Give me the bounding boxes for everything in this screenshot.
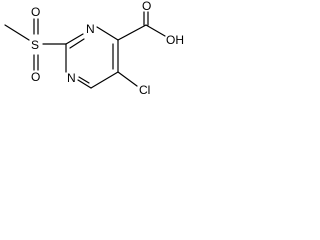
sulfonyl-oxygen-bottom-label: O	[31, 70, 40, 84]
bond-c5-c6	[90, 71, 119, 89]
bond-c2-n3	[65, 33, 84, 45]
bond-methyl-sulfur	[4, 24, 30, 41]
ring-nitrogen-bottom-label: N	[67, 71, 76, 85]
bond-n3-c4	[96, 26, 119, 41]
sulfur-label: S	[31, 38, 39, 52]
bond-c5-chlorine	[117, 71, 138, 87]
bond-c4-carboxyl-carbon	[117, 24, 147, 41]
bond-carboxyl-hydroxyl	[145, 24, 166, 37]
sulfonyl-oxygen-top-label: O	[31, 5, 40, 19]
carbonyl-oxygen-label: O	[142, 0, 151, 13]
chlorine-label: Cl	[139, 83, 150, 97]
structure-diagram: S O O N N O OH Cl	[4, 0, 184, 97]
bond-c6-n1-inner	[78, 76, 90, 84]
ring-nitrogen-top-label: N	[86, 22, 95, 36]
bond-c6-n1	[77, 79, 92, 89]
hydroxyl-label: OH	[166, 33, 184, 47]
bond-c2-n3-inner	[69, 38, 85, 49]
